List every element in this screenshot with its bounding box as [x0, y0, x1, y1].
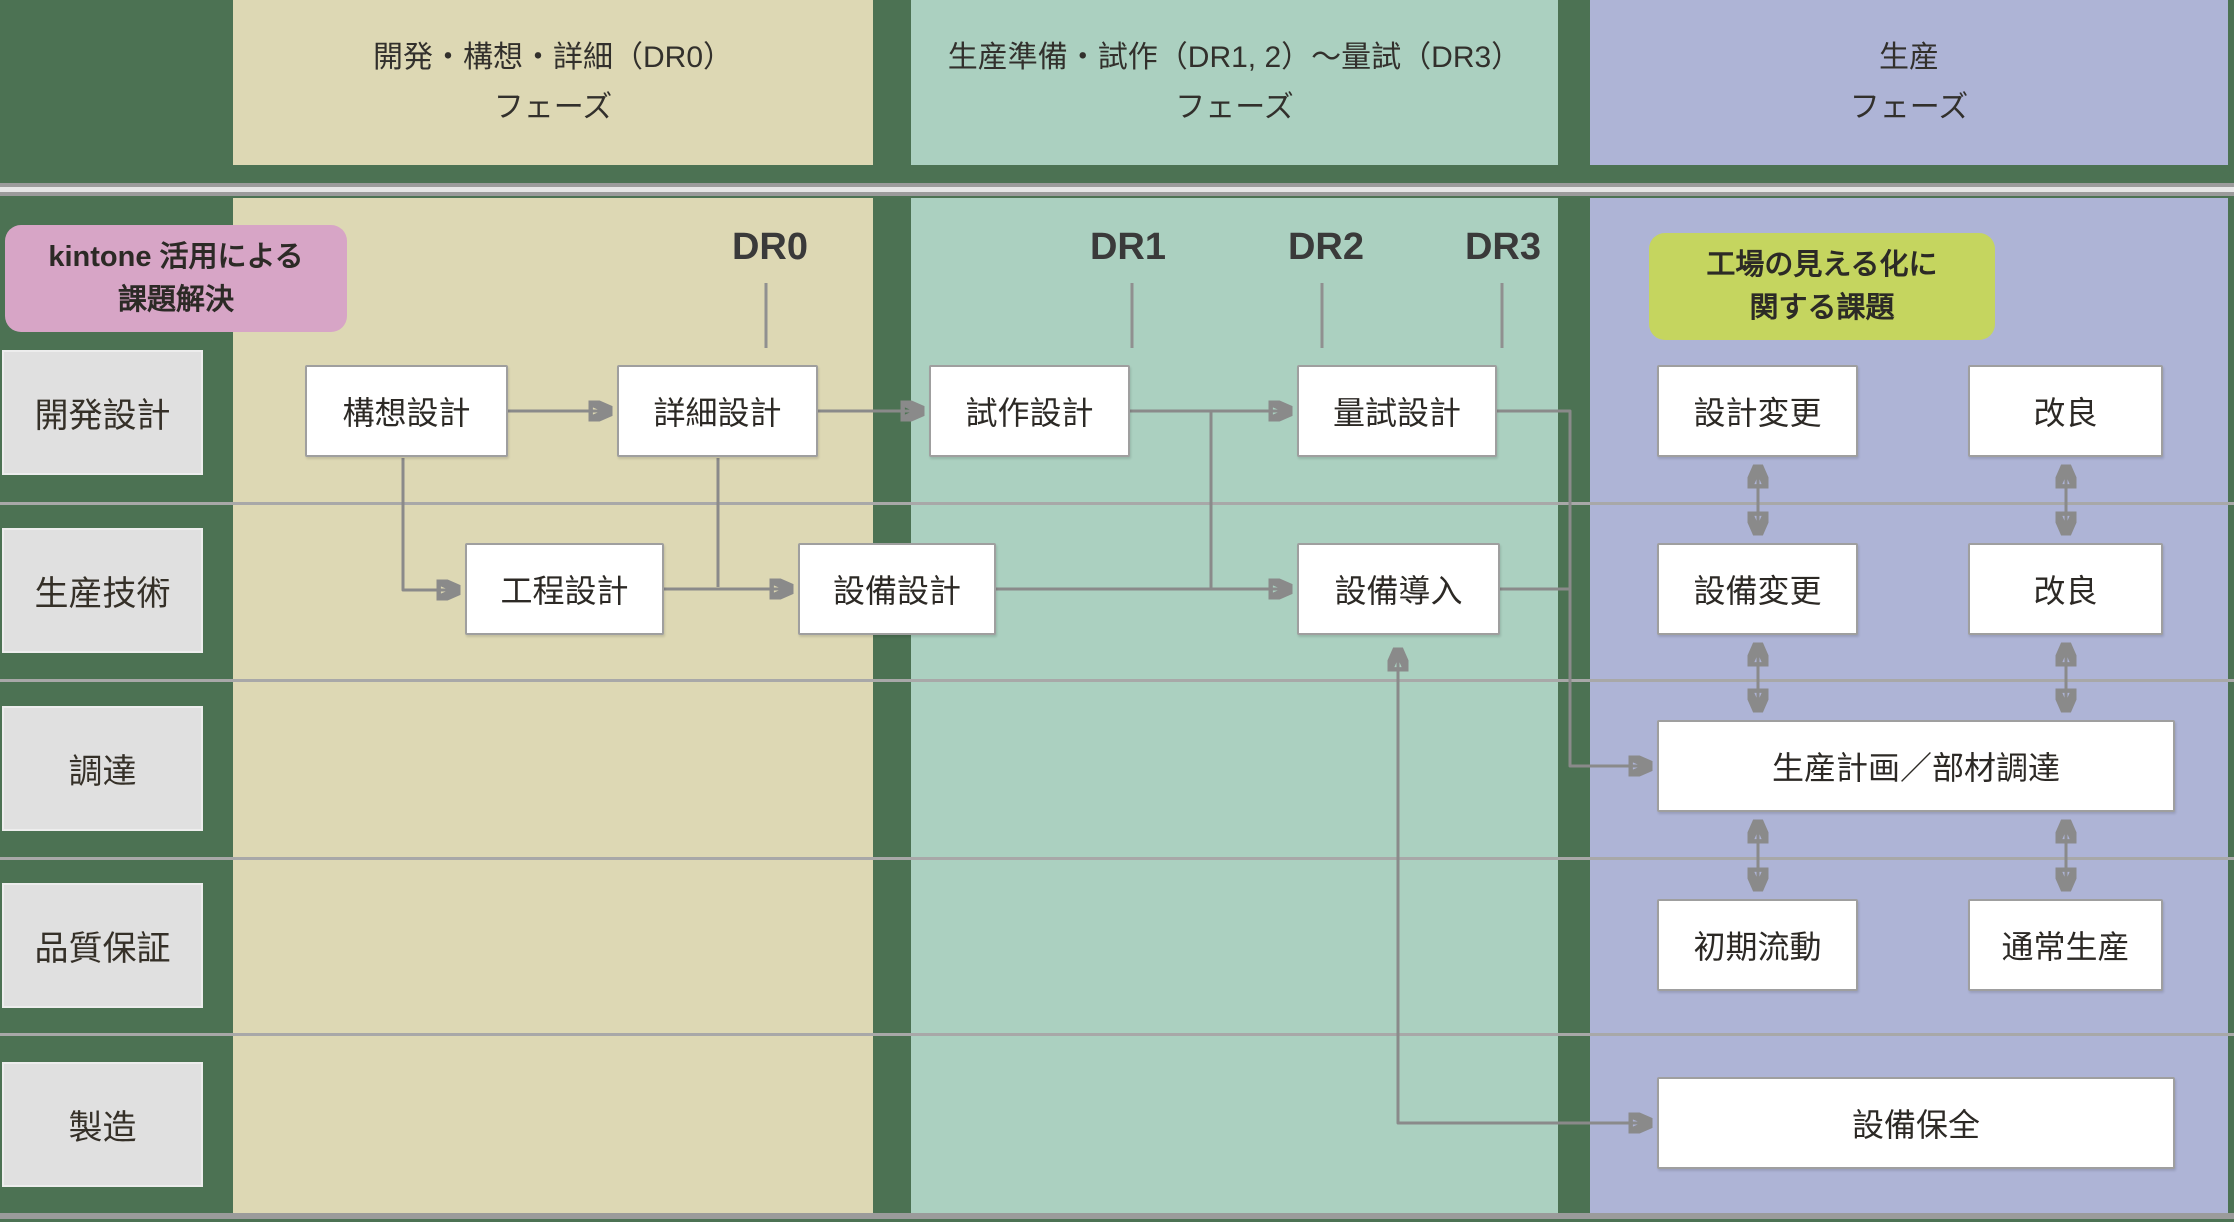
- dr2-label: DR2: [1287, 226, 1365, 268]
- flow-box-mass-trial-design: 量試設計: [1297, 365, 1497, 457]
- dr1-label: DR1: [1089, 226, 1167, 268]
- phase-header-preproduction-line1: 生産準備・試作（DR1, 2）〜量試（DR3）: [947, 40, 1522, 74]
- sidebar-row-procurement: 調達: [2, 706, 203, 831]
- row-divider-2: [0, 679, 2234, 682]
- flow-box-equipment-introduction: 設備導入: [1297, 543, 1500, 635]
- sidebar-row-production-engineering: 生産技術: [2, 528, 203, 653]
- phase-header-development-line1: 開発・構想・詳細（DR0）: [372, 40, 733, 74]
- factory-badge-line2: 関する課題: [1749, 291, 1895, 324]
- sidebar-row-development-design: 開発設計: [2, 350, 203, 475]
- phase-header-preproduction-line2: フェーズ: [1175, 90, 1294, 124]
- row-divider-3: [0, 857, 2234, 860]
- flow-box-initial-flow: 初期流動: [1657, 899, 1858, 991]
- kintone-badge-line2: 課題解決: [117, 283, 234, 316]
- row-divider-4: [0, 1033, 2234, 1036]
- flow-box-design-change: 設計変更: [1657, 365, 1858, 457]
- flow-box-equipment-design: 設備設計: [798, 543, 996, 635]
- bottom-border-line: [0, 1213, 2234, 1219]
- kintone-badge-line1: kintone 活用による: [48, 241, 304, 274]
- phase-header-preproduction: 生産準備・試作（DR1, 2）〜量試（DR3） フェーズ: [911, 0, 1558, 165]
- kintone-solution-badge: kintone 活用による 課題解決: [5, 225, 347, 332]
- flow-box-improvement-equipment: 改良: [1968, 543, 2163, 635]
- sidebar-row-manufacturing: 製造: [2, 1062, 203, 1187]
- phase-header-development-line2: フェーズ: [493, 90, 613, 124]
- factory-visualization-badge: 工場の見える化に 関する課題: [1649, 233, 1995, 340]
- flow-box-production-plan-procurement: 生産計画／部材調達: [1657, 720, 2175, 812]
- dr0-label: DR0: [731, 226, 809, 268]
- flow-box-improvement-design: 改良: [1968, 365, 2163, 457]
- phase-header-production-line2: フェーズ: [1849, 90, 1969, 124]
- dr3-label: DR3: [1464, 226, 1542, 268]
- row-divider-1: [0, 502, 2234, 505]
- phase-header-development: 開発・構想・詳細（DR0） フェーズ: [233, 0, 873, 165]
- sidebar-row-quality-assurance: 品質保証: [2, 883, 203, 1008]
- arrow-introduction-maintenance-link: [1398, 650, 1650, 1123]
- factory-badge-line1: 工場の見える化に: [1706, 249, 1938, 282]
- flow-box-normal-production: 通常生産: [1968, 899, 2163, 991]
- arrow-concept-to-process: [401, 458, 458, 590]
- header-separator-line: [0, 165, 2234, 198]
- flow-box-equipment-maintenance: 設備保全: [1657, 1077, 2175, 1169]
- flow-box-prototype-design: 試作設計: [929, 365, 1130, 457]
- flow-box-process-design: 工程設計: [465, 543, 664, 635]
- flow-box-equipment-change: 設備変更: [1657, 543, 1858, 635]
- phase-header-production-line1: 生産: [1879, 40, 1939, 74]
- flow-box-concept-design: 構想設計: [305, 365, 508, 457]
- flow-box-detail-design: 詳細設計: [617, 365, 818, 457]
- phase-header-production: 生産 フェーズ: [1590, 0, 2228, 165]
